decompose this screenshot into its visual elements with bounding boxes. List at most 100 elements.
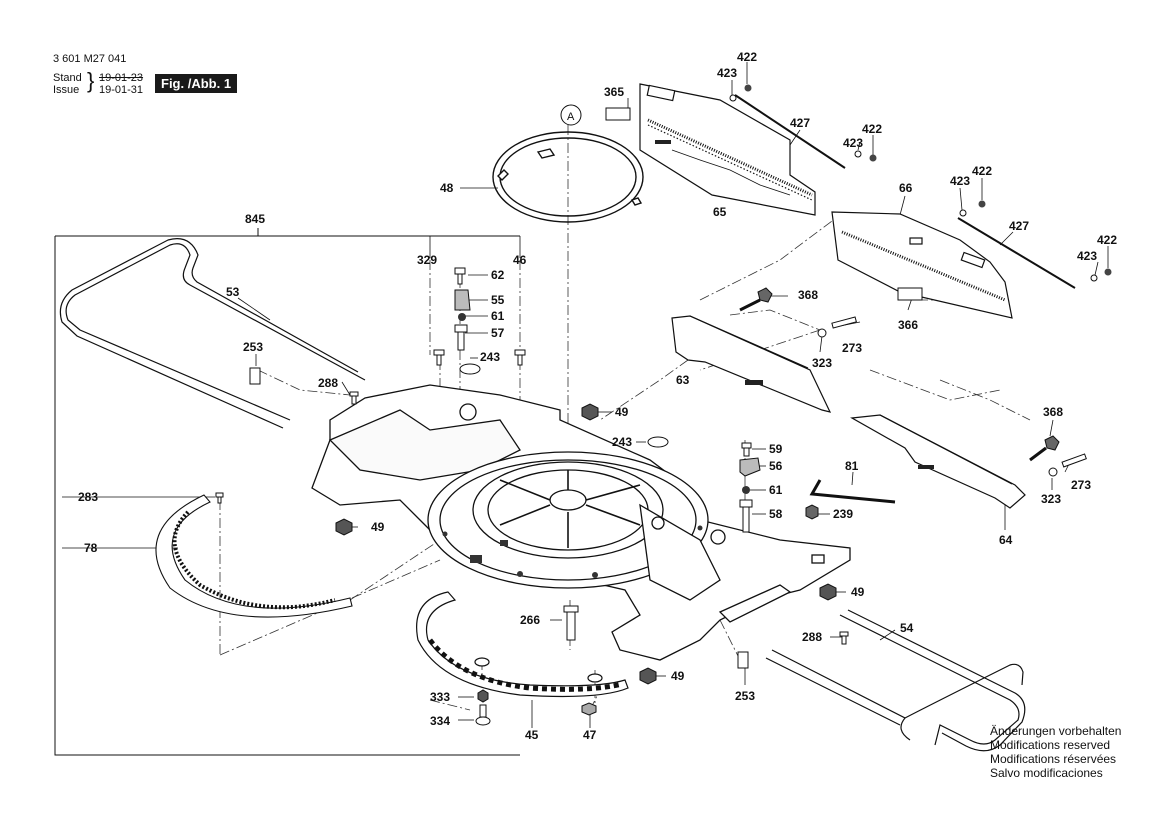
label-423-2: 423 bbox=[843, 136, 863, 150]
label-366-part bbox=[897, 287, 923, 301]
label-253a-part bbox=[249, 367, 261, 385]
disc-243a bbox=[459, 363, 481, 375]
stand-date: 19-01-23 bbox=[99, 72, 144, 84]
label-323-2: 323 bbox=[1041, 492, 1061, 506]
label-365: 365 bbox=[604, 85, 624, 99]
nut-49c bbox=[819, 583, 837, 601]
nut-49b bbox=[335, 518, 353, 536]
label-368-1: 368 bbox=[798, 288, 818, 302]
nut-61b bbox=[742, 486, 750, 494]
label-55: 55 bbox=[491, 293, 505, 307]
bolt-266 bbox=[563, 605, 579, 641]
figure-badge: Fig. /Abb. 1 bbox=[155, 74, 238, 93]
label-58: 58 bbox=[769, 507, 783, 521]
label-427-2: 427 bbox=[1009, 219, 1029, 233]
screw-57 bbox=[454, 324, 468, 351]
label-366: 366 bbox=[898, 318, 918, 332]
note-fr: Modifications réservées bbox=[990, 752, 1117, 766]
screw-58 bbox=[739, 499, 753, 533]
label-45: 45 bbox=[525, 728, 539, 742]
label-49-1: 49 bbox=[615, 405, 629, 419]
label-273-1: 273 bbox=[842, 341, 862, 355]
allen-key-81 bbox=[809, 479, 896, 504]
nut-47 bbox=[581, 702, 597, 716]
label-65: 65 bbox=[713, 205, 727, 219]
fence-plate-65 bbox=[639, 83, 816, 216]
label-46: 46 bbox=[513, 253, 527, 267]
fence-plate-66 bbox=[831, 211, 1013, 319]
label-329: 329 bbox=[417, 253, 437, 267]
label-61-2: 61 bbox=[769, 483, 783, 497]
label-49-3: 49 bbox=[851, 585, 865, 599]
screw-283 bbox=[215, 492, 224, 504]
clamp-56 bbox=[739, 457, 761, 477]
base-detail-shading bbox=[442, 525, 703, 578]
label-48: 48 bbox=[440, 181, 454, 195]
detail-a-marker bbox=[560, 104, 582, 126]
label-422-3: 422 bbox=[972, 164, 992, 178]
label-53: 53 bbox=[226, 285, 240, 299]
scale-78 bbox=[155, 494, 353, 618]
bolt-273b bbox=[1061, 453, 1087, 468]
label-368-2: 368 bbox=[1043, 405, 1063, 419]
note-en: Modifications reserved bbox=[990, 738, 1111, 752]
washer-323b bbox=[1048, 467, 1058, 477]
label-59: 59 bbox=[769, 442, 783, 456]
handle-54 bbox=[765, 609, 1026, 752]
note-de: Änderungen vorbehalten bbox=[990, 724, 1122, 738]
label-423-3: 423 bbox=[950, 174, 970, 188]
nut-422b bbox=[869, 154, 877, 162]
label-266: 266 bbox=[520, 613, 540, 627]
disc-243b bbox=[647, 436, 669, 448]
label-253b-part bbox=[737, 651, 749, 669]
label-78: 78 bbox=[84, 541, 98, 555]
washer-423d bbox=[1090, 274, 1098, 282]
label-49-2: 49 bbox=[371, 520, 385, 534]
washer-423c bbox=[959, 209, 967, 217]
rod-427b bbox=[957, 217, 1076, 289]
leader-lines bbox=[62, 62, 1109, 728]
screw-288a bbox=[349, 391, 359, 405]
label-334: 334 bbox=[430, 714, 450, 728]
nut-61a bbox=[458, 313, 466, 321]
issue-label: Issue bbox=[53, 84, 80, 96]
knob-55 bbox=[454, 289, 471, 311]
ring-48 bbox=[492, 131, 644, 223]
label-243-2: 243 bbox=[612, 435, 632, 449]
label-422-1: 422 bbox=[737, 50, 757, 64]
label-323-1: 323 bbox=[812, 356, 832, 370]
label-845: 845 bbox=[245, 212, 265, 226]
fence-body-64 bbox=[850, 414, 1026, 509]
rod-427a bbox=[734, 94, 846, 169]
label-333: 333 bbox=[430, 690, 450, 704]
label-63: 63 bbox=[676, 373, 690, 387]
label-253-1: 253 bbox=[243, 340, 263, 354]
assembly-bracket bbox=[54, 228, 520, 756]
handle-53 bbox=[59, 238, 366, 429]
label-422-2: 422 bbox=[862, 122, 882, 136]
modifications-notice: Änderungen vorbehalten Modifications res… bbox=[990, 724, 1121, 780]
label-422-4: 422 bbox=[1097, 233, 1117, 247]
label-81: 81 bbox=[845, 459, 859, 473]
label-427-1: 427 bbox=[790, 116, 810, 130]
nut-422a bbox=[744, 84, 752, 92]
nut-239 bbox=[805, 504, 819, 520]
label-64: 64 bbox=[999, 533, 1013, 547]
label-288-1: 288 bbox=[318, 376, 338, 390]
bolt-334 bbox=[475, 704, 491, 726]
label-423-1: 423 bbox=[717, 66, 737, 80]
washer-423b bbox=[854, 150, 862, 158]
document-number: 3 601 M27 041 bbox=[53, 53, 127, 65]
detail-a-text: A bbox=[567, 111, 575, 123]
screw-62 bbox=[454, 267, 466, 285]
stand-label: Stand bbox=[53, 72, 82, 84]
label-273-2: 273 bbox=[1071, 478, 1091, 492]
label-56: 56 bbox=[769, 459, 783, 473]
label-365-part bbox=[605, 107, 631, 121]
nut-422c bbox=[978, 200, 986, 208]
screw-59 bbox=[741, 442, 752, 457]
label-253-2: 253 bbox=[735, 689, 755, 703]
label-54: 54 bbox=[900, 621, 914, 635]
label-61-1: 61 bbox=[491, 309, 505, 323]
